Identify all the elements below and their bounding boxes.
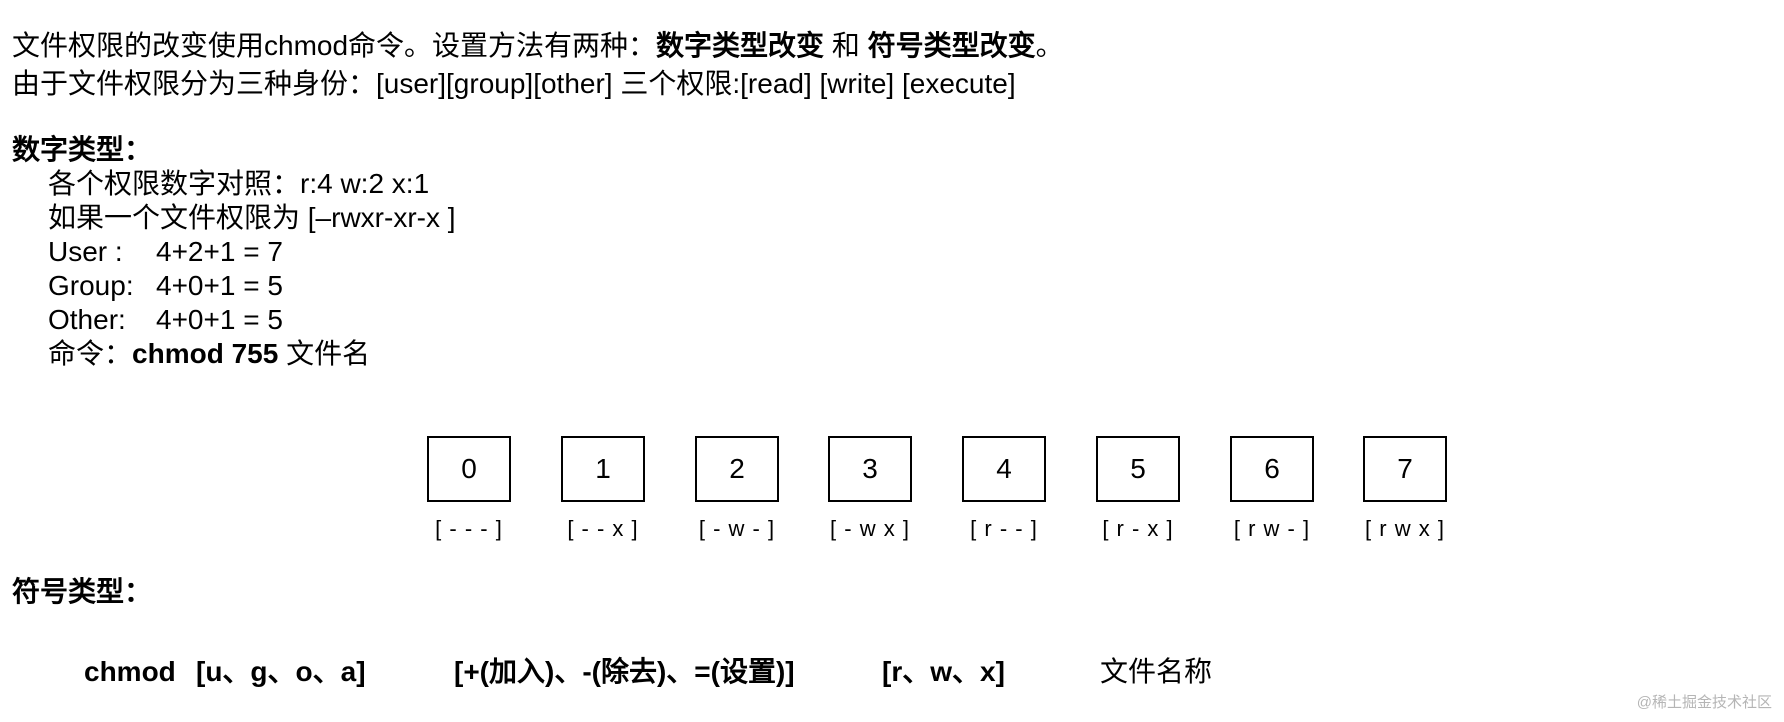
syntax-command: chmod: [84, 656, 176, 687]
number-box: 5: [1096, 436, 1180, 502]
permission-label: [ - - - ]: [435, 516, 503, 541]
intro-line-1: 文件权限的改变使用chmod命令。设置方法有两种：数字类型改变 和 符号类型改变…: [12, 28, 1064, 64]
calc-row-group: Group: 4+0+1 = 5: [48, 268, 283, 304]
calc-value: 4+2+1 = 7: [156, 236, 283, 267]
period-text: 。: [1035, 30, 1064, 61]
number-box: 6: [1230, 436, 1314, 502]
symbolic-heading: 符号类型：: [12, 576, 153, 607]
intro-text: 文件权限的改变使用chmod命令。设置方法有两种：: [12, 30, 657, 61]
number-box: 7: [1363, 436, 1447, 502]
permission-label: [ - w - ]: [698, 516, 776, 541]
permission-label: [ r w x ]: [1365, 516, 1445, 541]
number-box: 2: [695, 436, 779, 502]
permission-label: [ r - - ]: [970, 516, 1038, 541]
permission-mapping: 各个权限数字对照：r:4 w:2 x:1: [48, 168, 430, 199]
numeric-heading: 数字类型：: [12, 134, 153, 165]
number-box: 3: [828, 436, 912, 502]
number-box: 4: [962, 436, 1046, 502]
permission-label: [ r w - ]: [1233, 516, 1311, 541]
calc-row-other: Other: 4+0+1 = 5: [48, 302, 283, 338]
permission-label: [ r - x ]: [1102, 516, 1174, 541]
syntax-who: [u、g、o、a]: [196, 656, 366, 687]
syntax-operator: [+(加入)、-(除去)、=(设置)]: [454, 656, 795, 687]
conjunction-text: 和: [824, 30, 868, 61]
calc-label: Group:: [48, 270, 134, 301]
intro-line-2: 由于文件权限分为三种身份：[user][group][other] 三个权限:[…: [12, 68, 1016, 99]
calc-label: Other:: [48, 304, 126, 335]
syntax-filename: 文件名称: [1100, 656, 1213, 687]
permission-label: [ - - x ]: [567, 516, 639, 541]
number-box: 0: [427, 436, 511, 502]
number-box: 1: [561, 436, 645, 502]
calc-row-user: User : 4+2+1 = 7: [48, 234, 283, 270]
permission-label: [ - w x ]: [830, 516, 910, 541]
calc-value: 4+0+1 = 5: [156, 270, 283, 301]
symbolic-method-label: 符号类型改变: [867, 30, 1036, 61]
command-suffix: 文件名: [278, 338, 371, 369]
permission-example: 如果一个文件权限为 [–rwxr-xr-x ]: [48, 202, 456, 233]
command-bold: chmod 755: [132, 338, 279, 369]
calc-value: 4+0+1 = 5: [156, 304, 283, 335]
command-line: 命令：chmod 755 文件名: [48, 336, 370, 372]
command-prefix: 命令：: [48, 338, 133, 369]
syntax-permissions: [r、w、x]: [882, 656, 1005, 687]
numeric-method-label: 数字类型改变: [656, 30, 825, 61]
watermark: @稀土掘金技术社区: [1636, 694, 1772, 711]
calc-label: User :: [48, 236, 123, 267]
